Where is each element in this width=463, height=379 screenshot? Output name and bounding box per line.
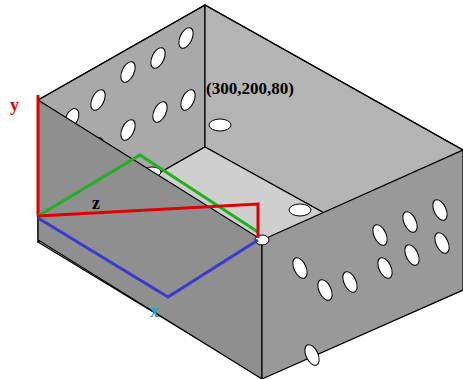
axis-label: x: [150, 302, 159, 320]
holes: [255, 197, 452, 367]
z-axis: [38, 155, 258, 232]
front-face: [38, 100, 262, 379]
side-face: [262, 150, 463, 379]
diagonal-line: [38, 204, 258, 238]
rim: [38, 5, 463, 150]
y-axis: [37, 95, 40, 216]
axis-label: y: [10, 96, 19, 114]
axis-label: z: [92, 194, 100, 212]
x-axis: [38, 218, 258, 297]
coordinate-label: (300,200,80): [206, 80, 294, 97]
